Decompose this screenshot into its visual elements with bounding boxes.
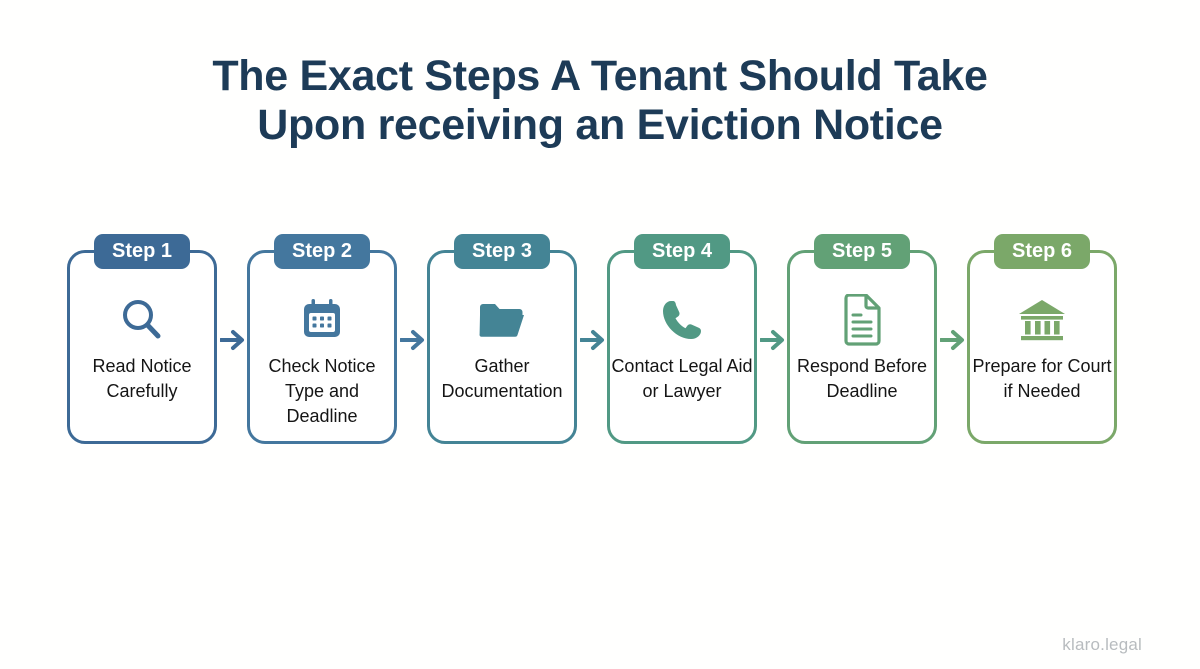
step-card-4[interactable]: Step 4 Contact Legal Aid or Lawyer <box>602 234 762 460</box>
step-badge-6: Step 6 <box>994 234 1090 269</box>
step-label-4: Contact Legal Aid or Lawyer <box>611 356 753 401</box>
step-badge-1: Step 1 <box>94 234 190 269</box>
step-card-body-4 <box>607 250 757 444</box>
step-card-6[interactable]: Step 6 Prepare for Court if Needed <box>962 234 1122 460</box>
step-label-5: Respond Before Deadline <box>796 356 928 401</box>
step-label-6: Prepare for Court if Needed <box>972 356 1112 401</box>
step-badge-2: Step 2 <box>274 234 370 269</box>
arrow-connector-1 <box>220 234 244 460</box>
step-card-body-1 <box>67 250 217 444</box>
step-card-body-5 <box>787 250 937 444</box>
title-line-2: Upon receiving an Eviction Notice <box>257 101 943 149</box>
title-line-1: The Exact Steps A Tenant Should Take <box>212 52 988 100</box>
step-card-body-2 <box>247 250 397 444</box>
calendar-icon <box>242 292 402 348</box>
arrow-connector-5 <box>940 234 964 460</box>
step-badge-4: Step 4 <box>634 234 730 269</box>
step-card-1[interactable]: Step 1 Read Notice Carefully <box>62 234 222 460</box>
phone-icon <box>602 292 762 348</box>
step-label-1: Read Notice Carefully <box>92 356 192 401</box>
step-label-3: Gather Documentation <box>441 356 563 401</box>
step-card-5[interactable]: Step 5 Respond Before Deadline <box>782 234 942 460</box>
step-label-2: Check Notice Type and Deadline <box>268 356 376 426</box>
bank-icon <box>962 292 1122 348</box>
steps-row: Step 1 Read Notice Carefully Step 2 <box>62 234 1142 460</box>
step-card-body-6 <box>967 250 1117 444</box>
step-card-3[interactable]: Step 3 Gather Documentation <box>422 234 582 460</box>
step-card-2[interactable]: Step 2 Check Notic <box>242 234 402 460</box>
watermark-label: klaro.legal <box>1062 635 1142 654</box>
document-icon <box>782 292 942 348</box>
arrow-connector-4 <box>760 234 784 460</box>
step-badge-5: Step 5 <box>814 234 910 269</box>
magnifier-icon <box>62 292 222 348</box>
step-badge-3: Step 3 <box>454 234 550 269</box>
step-card-body-3 <box>427 250 577 444</box>
arrow-connector-2 <box>400 234 424 460</box>
page-title: The Exact Steps A Tenant Should Take Upo… <box>0 52 1200 150</box>
arrow-connector-3 <box>580 234 604 460</box>
folder-icon <box>422 292 582 348</box>
